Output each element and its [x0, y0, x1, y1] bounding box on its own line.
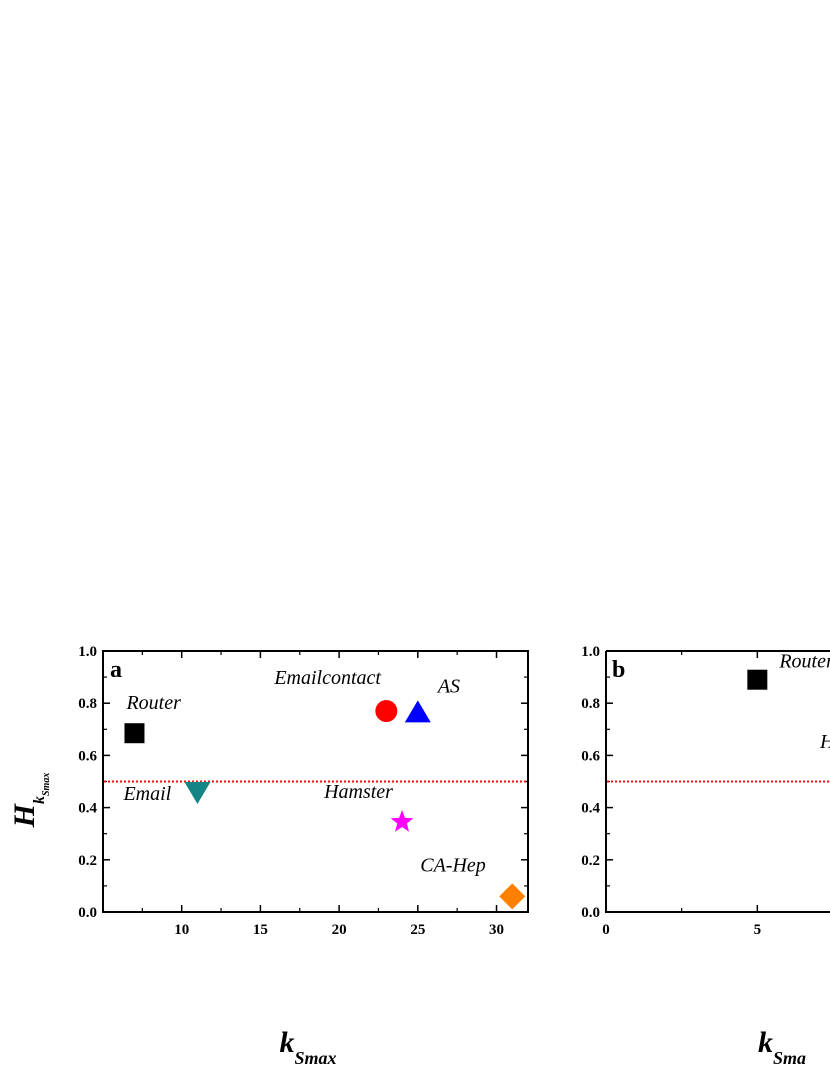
- pa-xtick-label: 20: [332, 922, 347, 938]
- pb-label-partial: H: [819, 731, 830, 753]
- pb-ytick-label: 0.6: [581, 748, 600, 764]
- pb-xtick-label: 5: [754, 922, 762, 938]
- pa-x-axis-title: kSmax: [279, 1026, 336, 1068]
- pa-label-emailcontact: Emailcontact: [273, 667, 381, 689]
- pb-ytick-label: 0.8: [581, 696, 600, 712]
- pa-xtick-label: 15: [253, 922, 268, 938]
- pa-label-router: Router: [125, 692, 181, 714]
- pb-x-axis-title: kSma: [758, 1026, 806, 1068]
- pa-ytick-label: 0.2: [78, 853, 97, 869]
- pb-point-router: [747, 669, 768, 690]
- pa-xtick-label: 30: [489, 922, 504, 938]
- pb-panel-letter: b: [612, 657, 625, 683]
- pa-point-hamster: [390, 810, 414, 832]
- pa-ytick-label: 0.4: [78, 801, 97, 817]
- pb-ytick-label: 0.2: [581, 853, 600, 869]
- pa-y-axis-title: HkSmax: [8, 773, 52, 829]
- pa-xtick-label: 25: [410, 922, 425, 938]
- pb-label-router: Router: [778, 651, 830, 673]
- pa-label-email: Email: [122, 783, 171, 805]
- pa-point-ca-hep: [499, 883, 526, 910]
- pa-ytick-label: 0.6: [78, 748, 97, 764]
- pa-xtick-label: 10: [174, 922, 189, 938]
- pb-ytick-label: 0.4: [581, 801, 600, 817]
- pb-xtick-label: 0: [602, 922, 610, 938]
- pa-point-emailcontact: [375, 700, 398, 723]
- pa-point-router: [124, 723, 145, 744]
- pa-ytick-label: 1.0: [78, 644, 97, 660]
- pa-panel-letter: a: [110, 657, 122, 683]
- pa-ytick-label: 0.0: [78, 905, 97, 921]
- pa-ytick-label: 0.8: [78, 696, 97, 712]
- pb-ytick-label: 0.0: [581, 905, 600, 921]
- pb-ytick-label: 1.0: [581, 644, 600, 660]
- pa-label-ca-hep: CA-Hep: [420, 854, 486, 876]
- pa-label-hamster: Hamster: [323, 781, 393, 803]
- pa-point-as: [404, 700, 431, 723]
- pa-label-as: AS: [436, 675, 460, 697]
- pa-point-email: [184, 781, 211, 804]
- panel-b-plot: 0.00.20.40.60.81.00510RouterEmailbHkSma: [581, 644, 830, 1068]
